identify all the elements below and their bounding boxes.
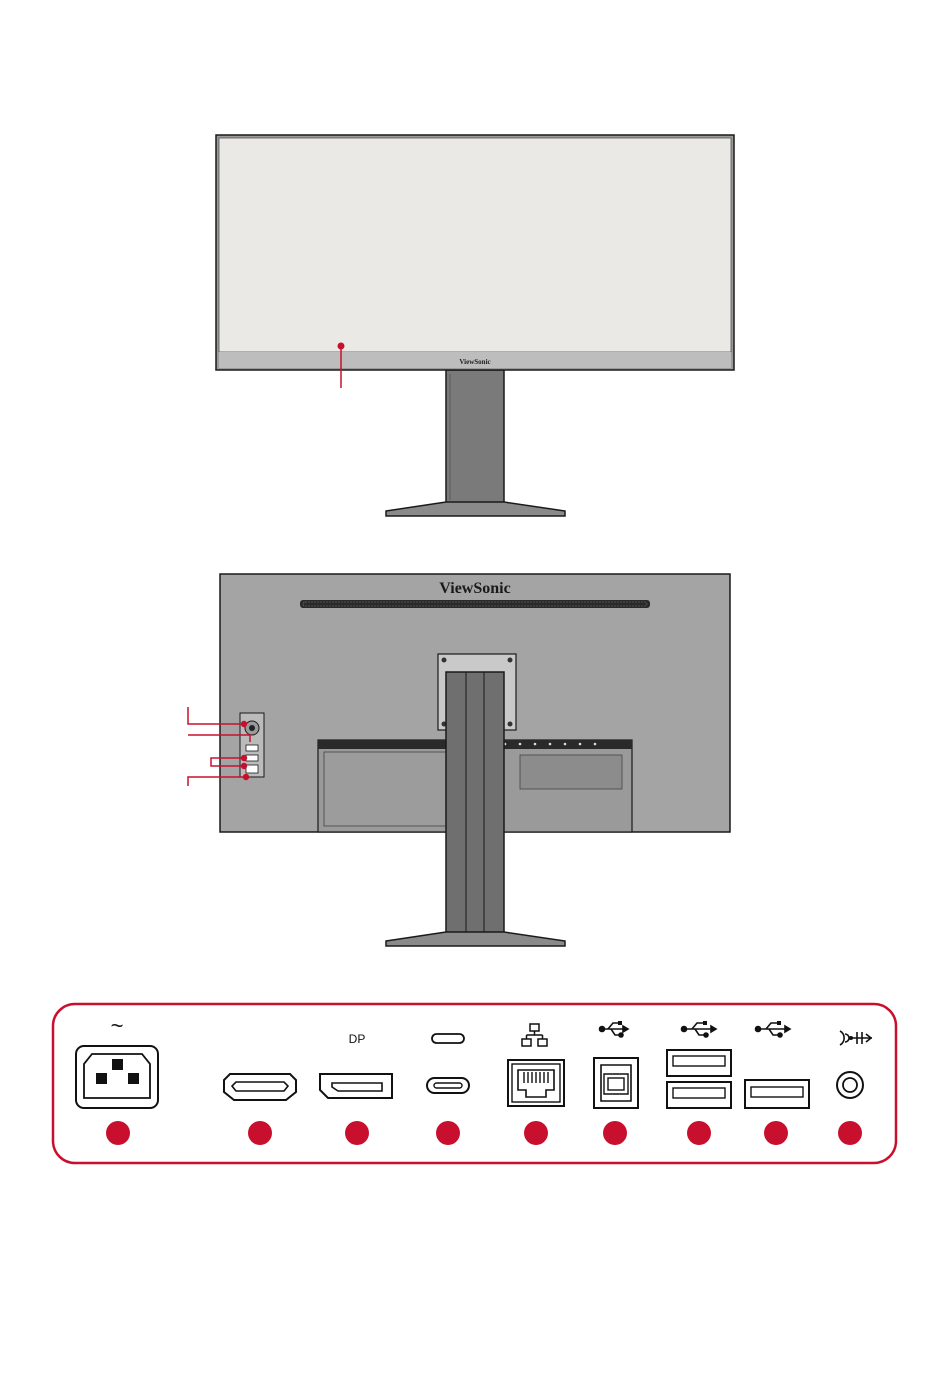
- front-stand-neck: [446, 370, 504, 504]
- rear-vent-bar: [300, 600, 650, 608]
- port-dot-usba-double: [687, 1121, 711, 1145]
- port-dot-usba-single: [764, 1121, 788, 1145]
- rear-view-monitor: ViewSonic: [188, 574, 730, 946]
- front-screen: [219, 138, 731, 352]
- front-screen-callout-dot: [338, 343, 345, 350]
- port-dot-ethernet: [524, 1121, 548, 1145]
- rear-brand-label: ViewSonic: [439, 580, 510, 597]
- port-dot-usbb: [603, 1121, 627, 1145]
- port-dot-ac: [106, 1121, 130, 1145]
- front-stand-base: [386, 502, 565, 516]
- port-dot-audio: [838, 1121, 862, 1145]
- port-dot-dp: [345, 1121, 369, 1145]
- port-dot-usbc: [436, 1121, 460, 1145]
- hdmi-port-icon: [224, 1074, 296, 1100]
- ac-power-label: ~: [111, 1013, 124, 1038]
- rear-stand-column: [446, 672, 504, 934]
- port-dot-hdmi: [248, 1121, 272, 1145]
- front-view-monitor: ViewSonic: [216, 135, 734, 516]
- port-panel: ~ DP: [53, 1004, 896, 1163]
- displayport-label: DP: [349, 1032, 366, 1046]
- front-brand-label: ViewSonic: [459, 358, 490, 366]
- rear-stand-base: [386, 932, 565, 946]
